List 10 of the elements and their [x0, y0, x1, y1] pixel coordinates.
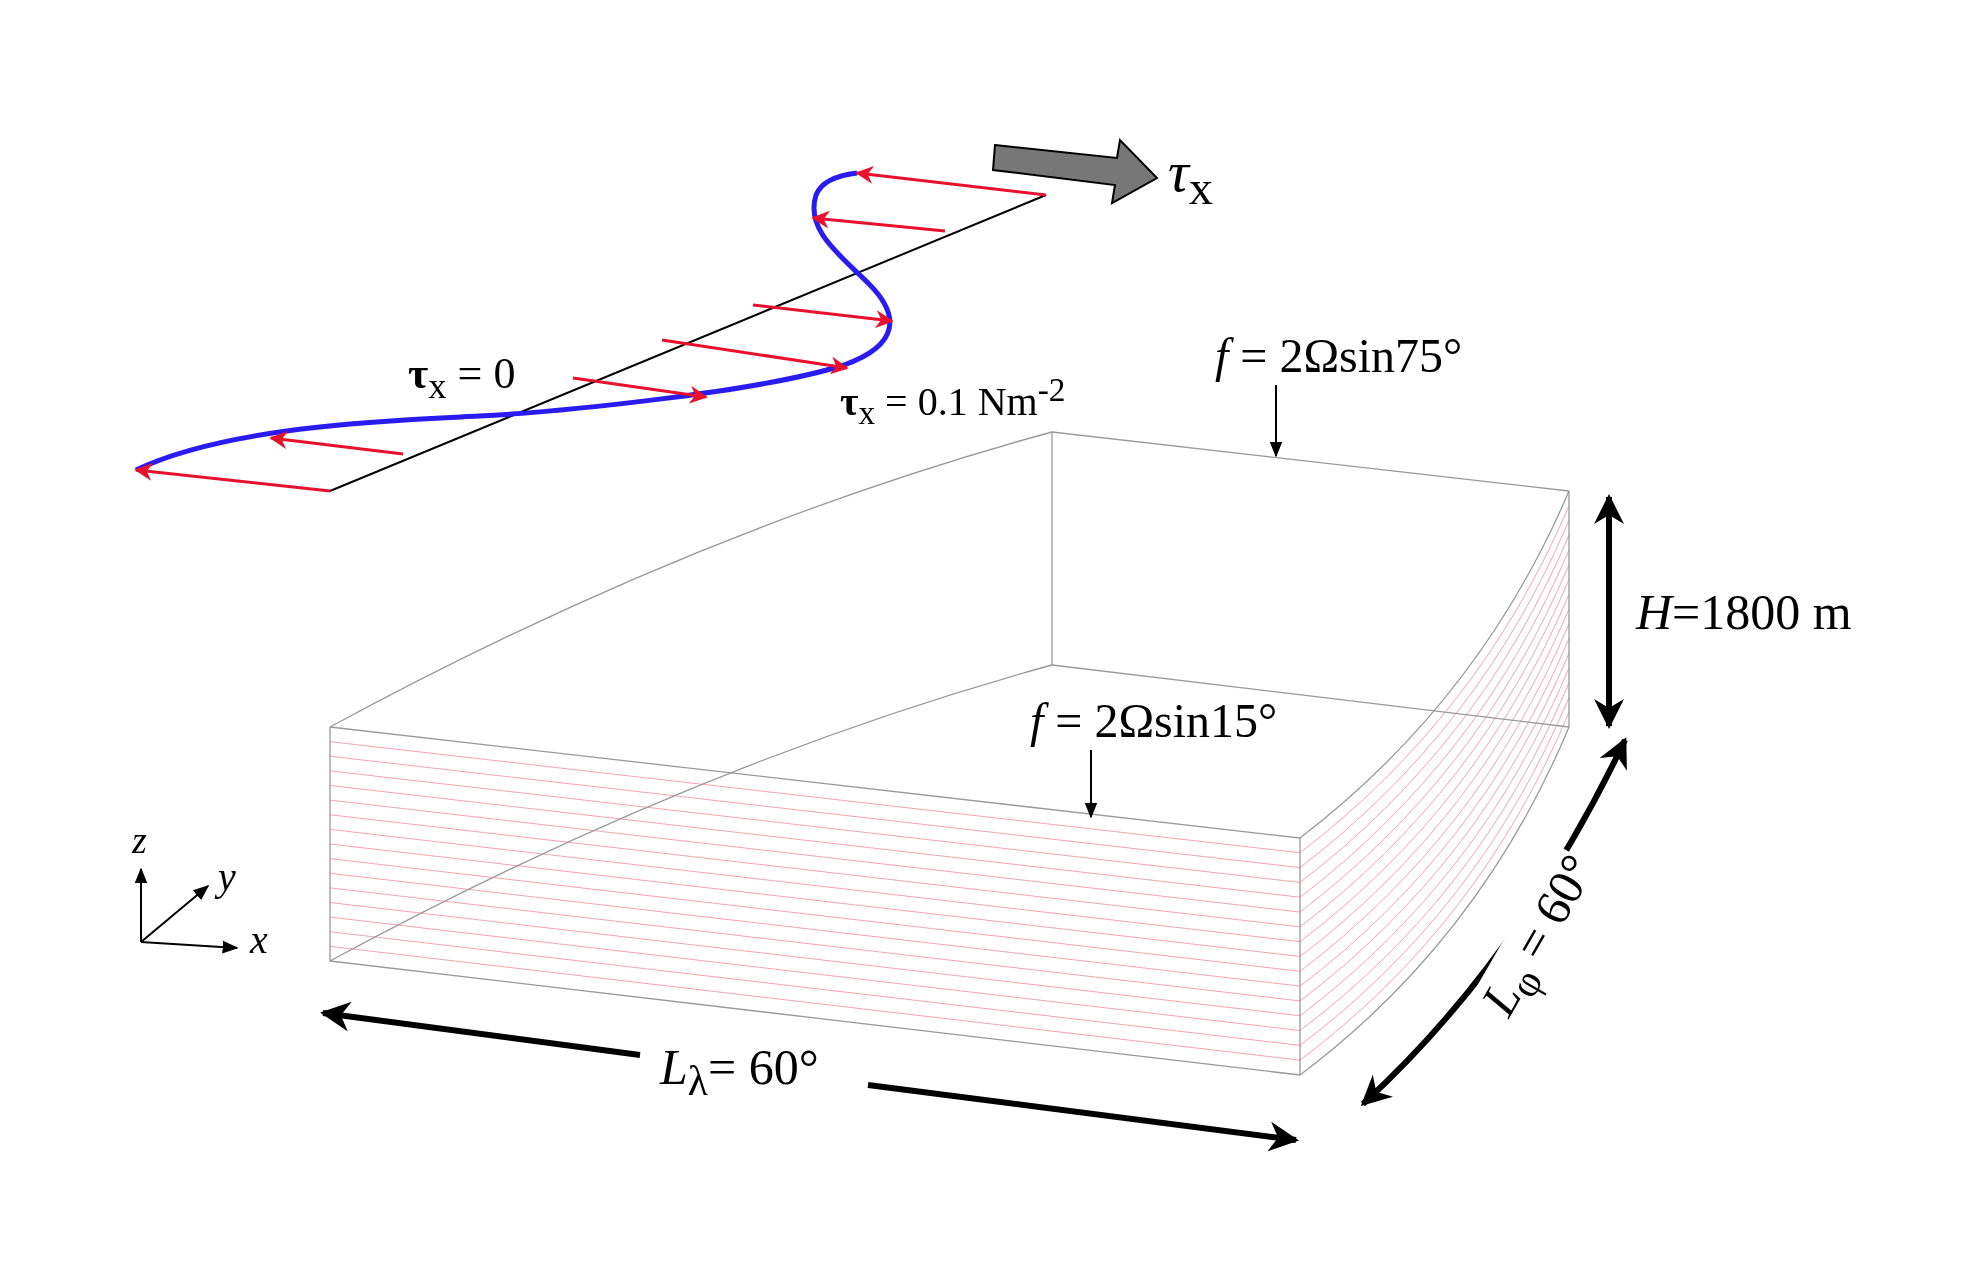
leader-arrow — [1269, 384, 1283, 458]
axis-label: z — [132, 820, 147, 862]
stress-symbol: τ$_{x}$ — [1168, 140, 1213, 214]
formula-label: f = 2Ωsin15° — [1030, 695, 1278, 748]
formula-label: τ$_{x}$ = 0 — [408, 350, 516, 407]
formula-label: τ$_{x}$ = 0.1 Nm$^{-2}$ — [840, 372, 1066, 432]
formula-label: f = 2Ωsin75° — [1215, 330, 1463, 383]
dimension-label: H=1800 m — [1636, 585, 1852, 640]
leader-arrow — [1084, 749, 1098, 819]
axis-label: x — [250, 918, 268, 962]
